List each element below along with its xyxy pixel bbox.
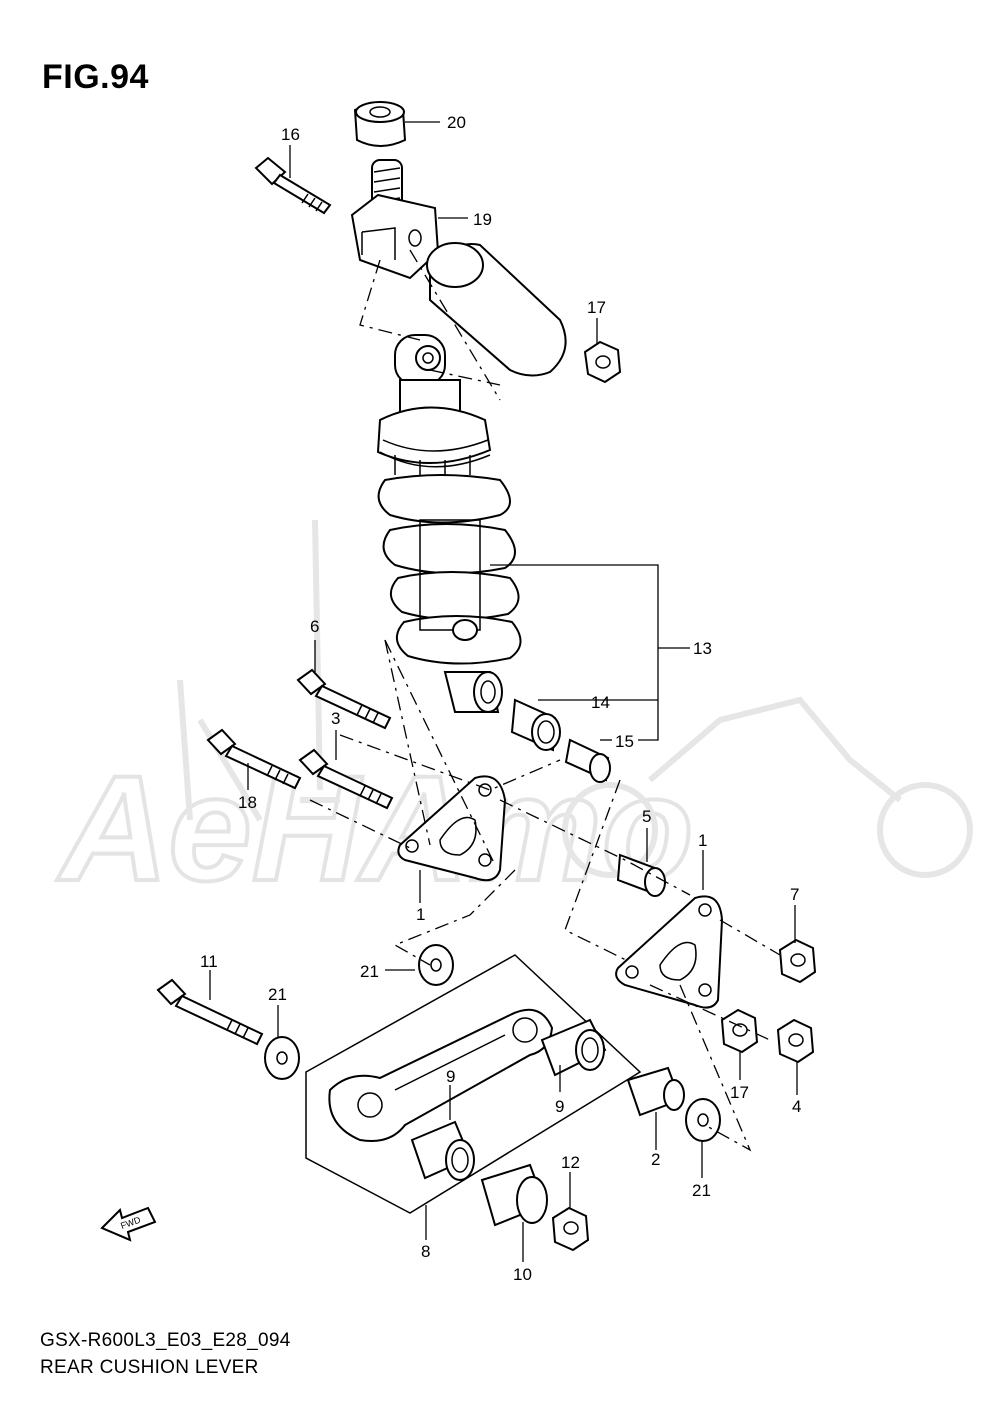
callout-10: 10 <box>513 1265 532 1284</box>
part-21-washer-left <box>264 1036 300 1080</box>
part-14-bearing <box>510 698 561 752</box>
callout-3: 3 <box>331 709 340 728</box>
callout-15: 15 <box>615 732 634 751</box>
callout-21-left: 21 <box>268 985 287 1004</box>
figure-title: FIG.94 <box>42 58 149 96</box>
callout-21-upper: 21 <box>360 962 379 981</box>
part-17-nut-upper <box>583 340 622 384</box>
part-5-spacer <box>616 853 666 897</box>
callout-labels: 20 16 19 17 13 14 15 6 3 18 1 5 1 7 21 1… <box>200 113 801 1284</box>
watermark-wheel-icon <box>562 782 658 878</box>
part-18-bolt <box>206 728 302 790</box>
part-1-link-plate-right <box>615 895 724 1009</box>
part-2-spacer <box>626 1066 685 1117</box>
part-1-link-plate-left <box>397 775 507 882</box>
assembly-name: REAR CUSHION LEVER <box>40 1357 259 1378</box>
callout-6: 6 <box>310 617 319 636</box>
callout-14: 14 <box>591 693 610 712</box>
shock-absorber <box>376 242 567 713</box>
part-11-bolt <box>156 978 264 1046</box>
part-9-bearing-right <box>540 1018 607 1077</box>
part-7-nut <box>778 938 817 984</box>
part-8-cushion-lever <box>305 954 642 1214</box>
part-4-nut <box>776 1018 815 1064</box>
part-6-bolt <box>296 668 392 730</box>
callout-9-left: 9 <box>446 1067 455 1086</box>
callout-7: 7 <box>790 885 799 904</box>
callout-20: 20 <box>447 113 466 132</box>
part-20-cap-nut <box>353 101 407 147</box>
part-15-spacer <box>564 738 611 783</box>
callout-1-right: 1 <box>698 831 707 850</box>
model-code: GSX-R600L3_E03_E28_094 <box>40 1330 291 1351</box>
callout-1-left: 1 <box>416 905 425 924</box>
callout-12: 12 <box>561 1153 580 1172</box>
part-3-bolt <box>298 748 394 810</box>
callout-17-upper: 17 <box>587 298 606 317</box>
part-12-nut <box>551 1206 590 1252</box>
assembly-lines <box>309 249 781 1152</box>
watermark-wheel-icon <box>877 782 973 878</box>
callout-19: 19 <box>473 210 492 229</box>
part-17-nut-lower <box>720 1008 759 1054</box>
callout-8: 8 <box>421 1242 430 1261</box>
fwd-arrow-icon: FWD <box>100 1206 157 1242</box>
callout-9-right: 9 <box>555 1097 564 1116</box>
callout-16: 16 <box>281 125 300 144</box>
watermark-bike-frame-icon <box>648 696 902 803</box>
part-10-sleeve <box>480 1163 548 1227</box>
callout-21-right: 21 <box>692 1181 711 1200</box>
part-16-bolt <box>254 156 332 215</box>
watermark-spire-icon <box>300 519 340 803</box>
leader-lines <box>209 121 798 1262</box>
callout-5: 5 <box>642 807 651 826</box>
part-19-upper-clevis <box>350 159 440 280</box>
callout-2: 2 <box>651 1150 660 1169</box>
part-21-washer-upper <box>418 944 454 986</box>
callout-17-lower: 17 <box>730 1083 749 1102</box>
callout-4: 4 <box>792 1097 801 1116</box>
part-9-bearing-left <box>410 1120 475 1181</box>
callout-11: 11 <box>200 952 218 971</box>
callout-13: 13 <box>693 639 712 658</box>
part-21-washer-right <box>685 1098 721 1142</box>
watermark-spire-icon <box>177 679 263 822</box>
callout-18: 18 <box>238 793 257 812</box>
